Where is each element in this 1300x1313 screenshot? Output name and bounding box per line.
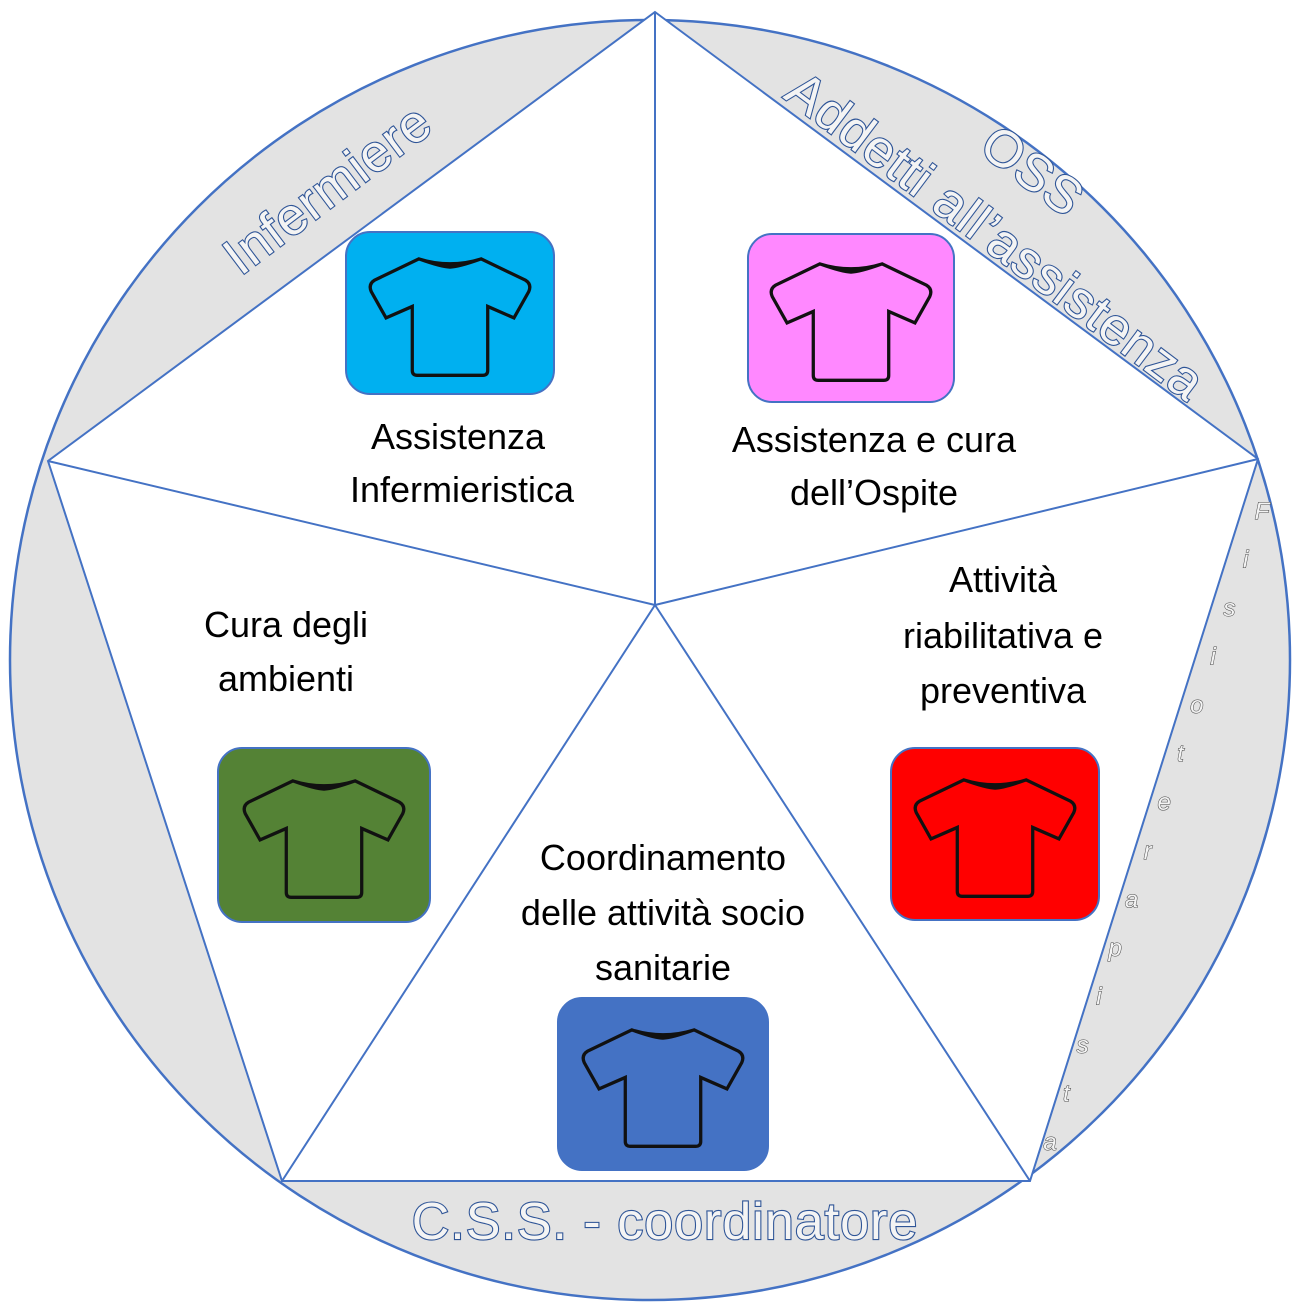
role-css-coordinatore: C.S.S. - coordinatore <box>412 1193 919 1251</box>
section-label-line: Coordinamento <box>540 837 786 878</box>
section-label-line: ambienti <box>218 658 354 699</box>
fisioterapista-letter: a <box>1043 1129 1056 1156</box>
fisioterapista-letter: i <box>1243 547 1249 574</box>
tile-ospite <box>747 233 955 403</box>
section-label-line: Cura degli <box>204 604 368 645</box>
tile-background <box>557 997 769 1171</box>
tile-background <box>747 233 955 403</box>
section-label-line: Attività <box>949 559 1058 600</box>
tile-coordinamento <box>557 997 769 1171</box>
tile-riabilitativa <box>890 747 1100 921</box>
fisioterapista-letter: r <box>1144 838 1153 865</box>
fisioterapista-letter: t <box>1177 741 1185 768</box>
section-label-line: delle attività socio <box>521 892 805 933</box>
pentagon-dividers <box>47 12 1259 1182</box>
divider-bottom-left <box>281 604 656 1182</box>
fisioterapista-letter: a <box>1125 886 1138 913</box>
divider-left <box>47 460 656 606</box>
section-label-line: preventiva <box>920 670 1087 711</box>
section-label-line: sanitarie <box>595 947 731 988</box>
section-ambienti: Cura degli ambienti <box>204 604 368 699</box>
section-riabilitativa: Attività riabilitativa e preventiva <box>903 559 1103 711</box>
fisioterapista-letter: t <box>1063 1081 1071 1108</box>
section-coordinamento: Coordinamento delle attività socio sanit… <box>521 837 805 988</box>
tile-background <box>890 747 1100 921</box>
tile-infermieristica <box>345 231 555 395</box>
fisioterapista-letter: o <box>1190 692 1203 719</box>
fisioterapista-letter: s <box>1223 595 1235 622</box>
section-infermieristica: Assistenza Infermieristica <box>350 416 575 510</box>
divider-right <box>654 458 1259 606</box>
fisioterapista-letter: F <box>1255 498 1271 525</box>
section-label-line: riabilitativa e <box>903 615 1103 656</box>
fisioterapista-letter: p <box>1108 935 1122 962</box>
tile-ambienti <box>217 747 431 923</box>
section-label-line: dell’Ospite <box>790 472 958 513</box>
section-label-line: Infermieristica <box>350 469 575 510</box>
fisioterapista-letter: i <box>1210 644 1216 671</box>
section-ospite: Assistenza e cura dell’Ospite <box>732 419 1017 513</box>
section-label-line: Assistenza e cura <box>732 419 1017 460</box>
tile-background <box>345 231 555 395</box>
fisioterapista-letter: i <box>1096 983 1102 1010</box>
divider-bottom-right <box>654 604 1031 1182</box>
fisioterapista-letter: e <box>1158 789 1171 816</box>
section-label-line: Assistenza <box>371 416 546 457</box>
fisioterapista-letter: s <box>1077 1032 1089 1059</box>
